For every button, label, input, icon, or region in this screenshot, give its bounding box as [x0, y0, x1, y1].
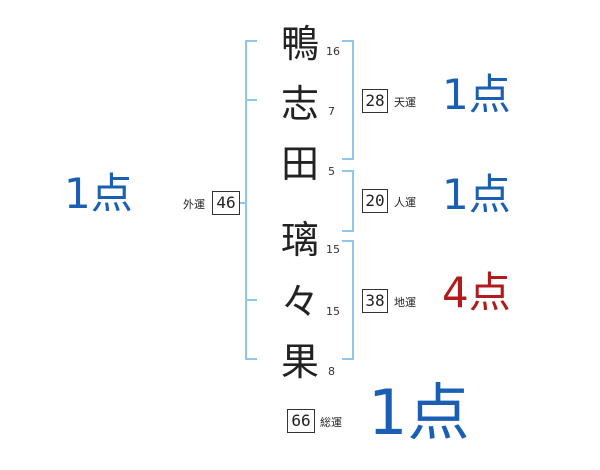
chiun-bracket-top — [342, 240, 354, 242]
tenun-score: 1点 — [442, 70, 511, 119]
chiun-label: 地運 — [394, 296, 416, 309]
tenun-bracket-bottom — [342, 158, 354, 160]
left-bracket-vertical — [245, 40, 247, 360]
tenun-bracket-top — [342, 40, 354, 42]
stroke-count-3: 5 — [328, 165, 335, 178]
tenun-value: 28 — [362, 89, 388, 113]
stroke-count-6: 8 — [328, 365, 335, 378]
chiun-value: 38 — [362, 289, 388, 313]
jinun-bracket-bottom — [342, 230, 354, 232]
name-char-2: 志 — [280, 82, 319, 126]
jinun-bracket-vertical — [352, 170, 354, 232]
jinun-bracket-top — [342, 170, 354, 172]
name-char-5: 々 — [280, 280, 319, 324]
name-char-1: 鴨 — [280, 22, 319, 66]
left-bracket-tick-1 — [245, 99, 257, 101]
tenun-label: 天運 — [394, 96, 416, 109]
souun-score: 1点 — [368, 376, 470, 449]
tenun-bracket-vertical — [352, 40, 354, 160]
stroke-count-2: 7 — [328, 105, 335, 118]
name-char-3: 田 — [280, 142, 319, 186]
gaiun-score: 1点 — [64, 169, 133, 218]
gaiun-value: 46 — [212, 191, 240, 215]
name-char-6: 果 — [280, 340, 319, 384]
jinun-label: 人運 — [394, 196, 416, 209]
stroke-count-5: 15 — [326, 305, 340, 318]
left-bracket-bottom — [245, 358, 257, 360]
left-bracket-tick-2 — [245, 299, 257, 301]
jinun-value: 20 — [362, 189, 388, 213]
name-char-4: 璃 — [280, 218, 319, 262]
left-bracket-connector — [236, 202, 246, 204]
souun-value: 66 — [287, 409, 315, 433]
stroke-count-4: 15 — [326, 243, 340, 256]
left-bracket-top — [245, 40, 257, 42]
jinun-score: 1点 — [442, 170, 511, 219]
chiun-bracket-bottom — [342, 358, 354, 360]
stroke-count-1: 16 — [326, 45, 340, 58]
souun-label: 総運 — [320, 416, 342, 429]
chiun-bracket-vertical — [352, 240, 354, 360]
chiun-score: 4点 — [442, 268, 511, 317]
gaiun-label: 外運 — [183, 198, 205, 211]
